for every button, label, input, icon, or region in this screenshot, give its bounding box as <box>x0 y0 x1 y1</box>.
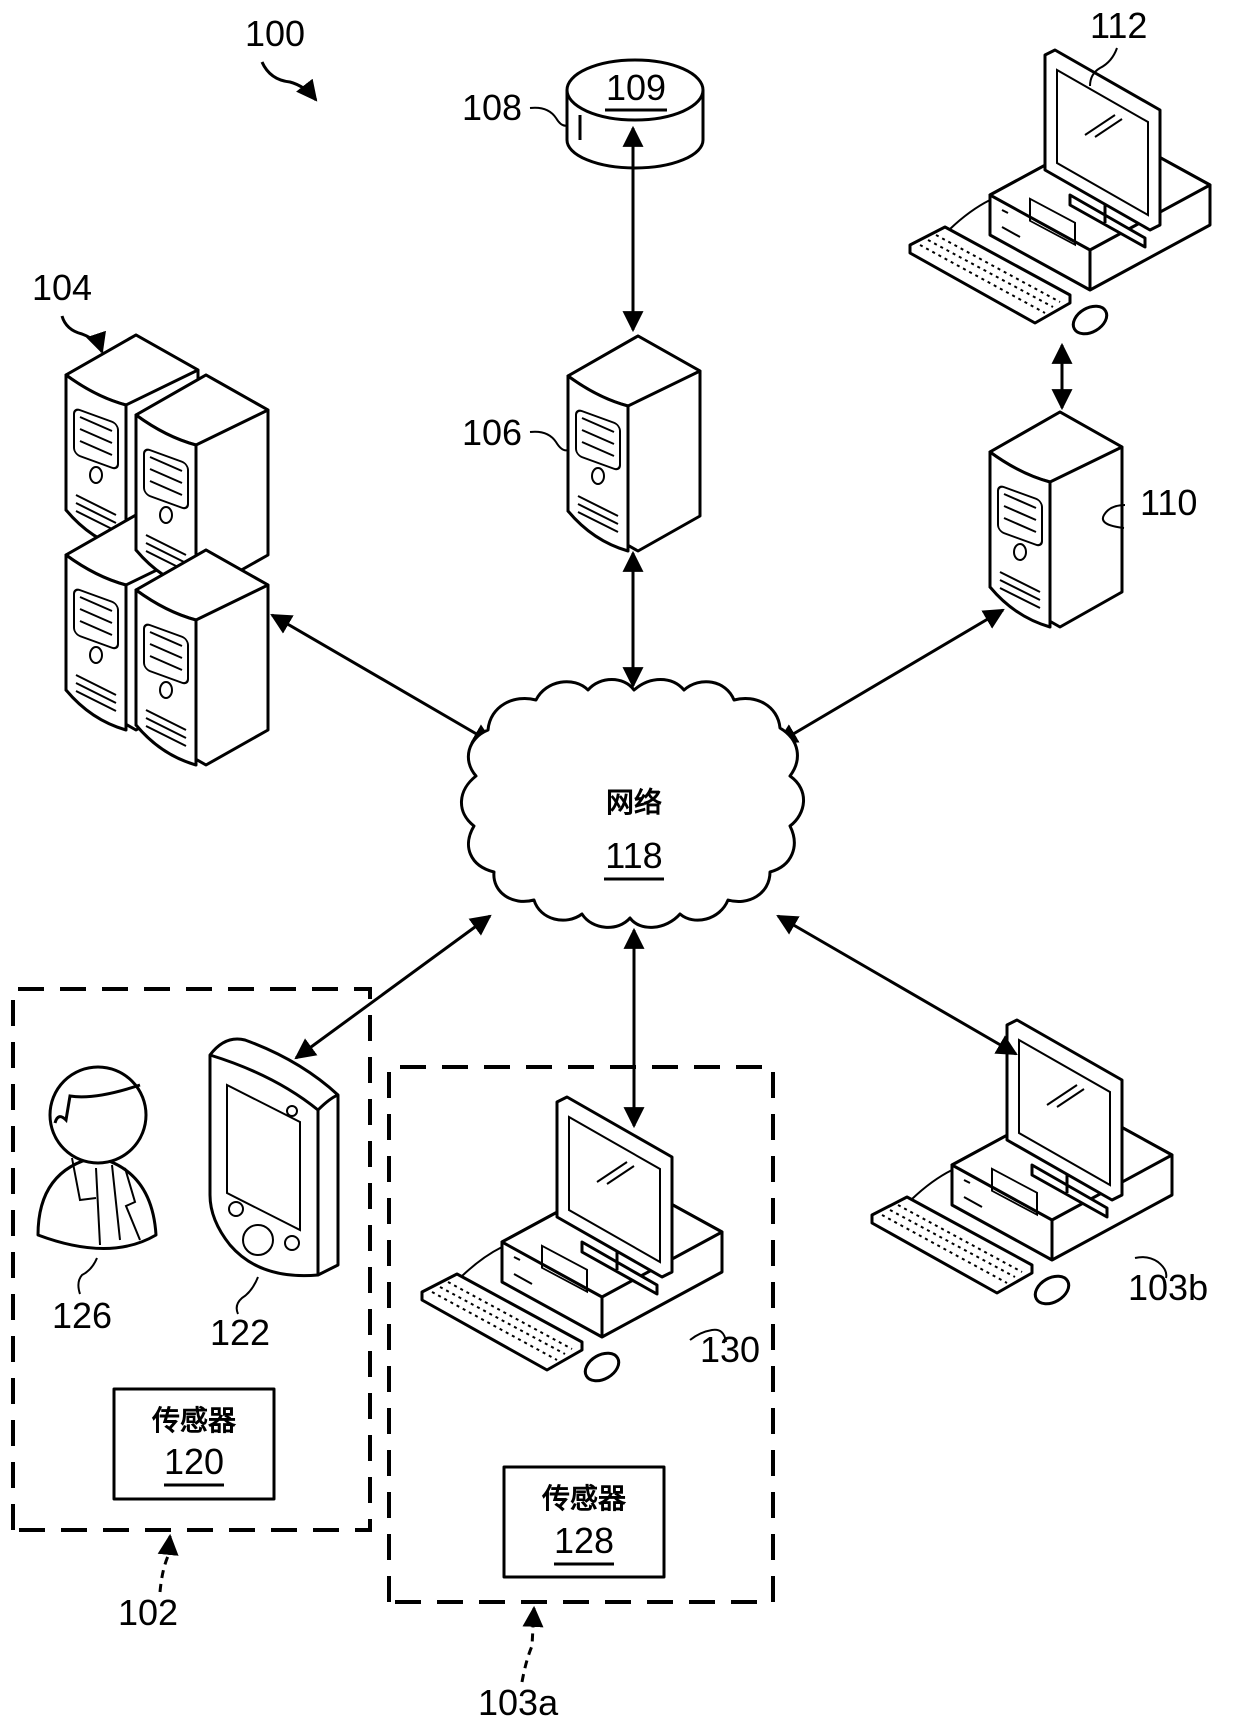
figure-ref-arrow <box>262 62 316 100</box>
link-cluster104-network <box>272 615 492 743</box>
server-106-icon <box>568 336 700 551</box>
server-cluster-104-ref-label: 104 <box>32 267 92 308</box>
figure-ref-label: 100 <box>245 13 305 54</box>
mobile-device-122-leader <box>237 1277 258 1314</box>
sensor-120-ref-label: 120 <box>164 1441 224 1482</box>
link-network-computer103b <box>778 916 1016 1054</box>
sensor-128-label: 传感器 <box>541 1482 627 1515</box>
computer-130-ref-label: 130 <box>700 1329 760 1370</box>
mobile-device-122-ref-label: 122 <box>210 1312 270 1353</box>
group-103a-arrow <box>522 1608 534 1682</box>
network-ref-label: 118 <box>605 835 662 876</box>
sensor-120-label: 传感器 <box>151 1404 237 1437</box>
link-server110-network <box>778 610 1003 743</box>
server-106-ref-label: 106 <box>462 412 522 453</box>
user-126-leader <box>78 1258 97 1294</box>
server-cluster-104-icon <box>66 335 268 765</box>
server-110-ref-label: 110 <box>1140 482 1197 523</box>
database-leader <box>530 108 568 126</box>
database-inner-ref: 109 <box>606 67 666 108</box>
sensor-128-ref-label: 128 <box>554 1520 614 1561</box>
computer-103b-ref-label: 103b <box>1128 1267 1208 1308</box>
server-106-leader <box>530 432 568 451</box>
computer-130-icon <box>422 1097 722 1386</box>
workstation-112-ref-label: 112 <box>1090 5 1147 46</box>
server-cluster-104-arrow <box>62 316 102 352</box>
group-103a-ref-label: 103a <box>478 1682 559 1723</box>
workstation-112-icon <box>910 50 1210 339</box>
network-label: 网络 <box>606 786 662 819</box>
mobile-device-122-icon <box>210 1039 338 1276</box>
group-102-arrow <box>160 1536 170 1592</box>
group-102-ref-label: 102 <box>118 1592 178 1633</box>
computer-103b-icon <box>872 1020 1172 1309</box>
user-126-icon <box>38 1067 156 1249</box>
user-126-ref-label: 126 <box>52 1295 112 1336</box>
database-ref-label: 108 <box>462 87 522 128</box>
